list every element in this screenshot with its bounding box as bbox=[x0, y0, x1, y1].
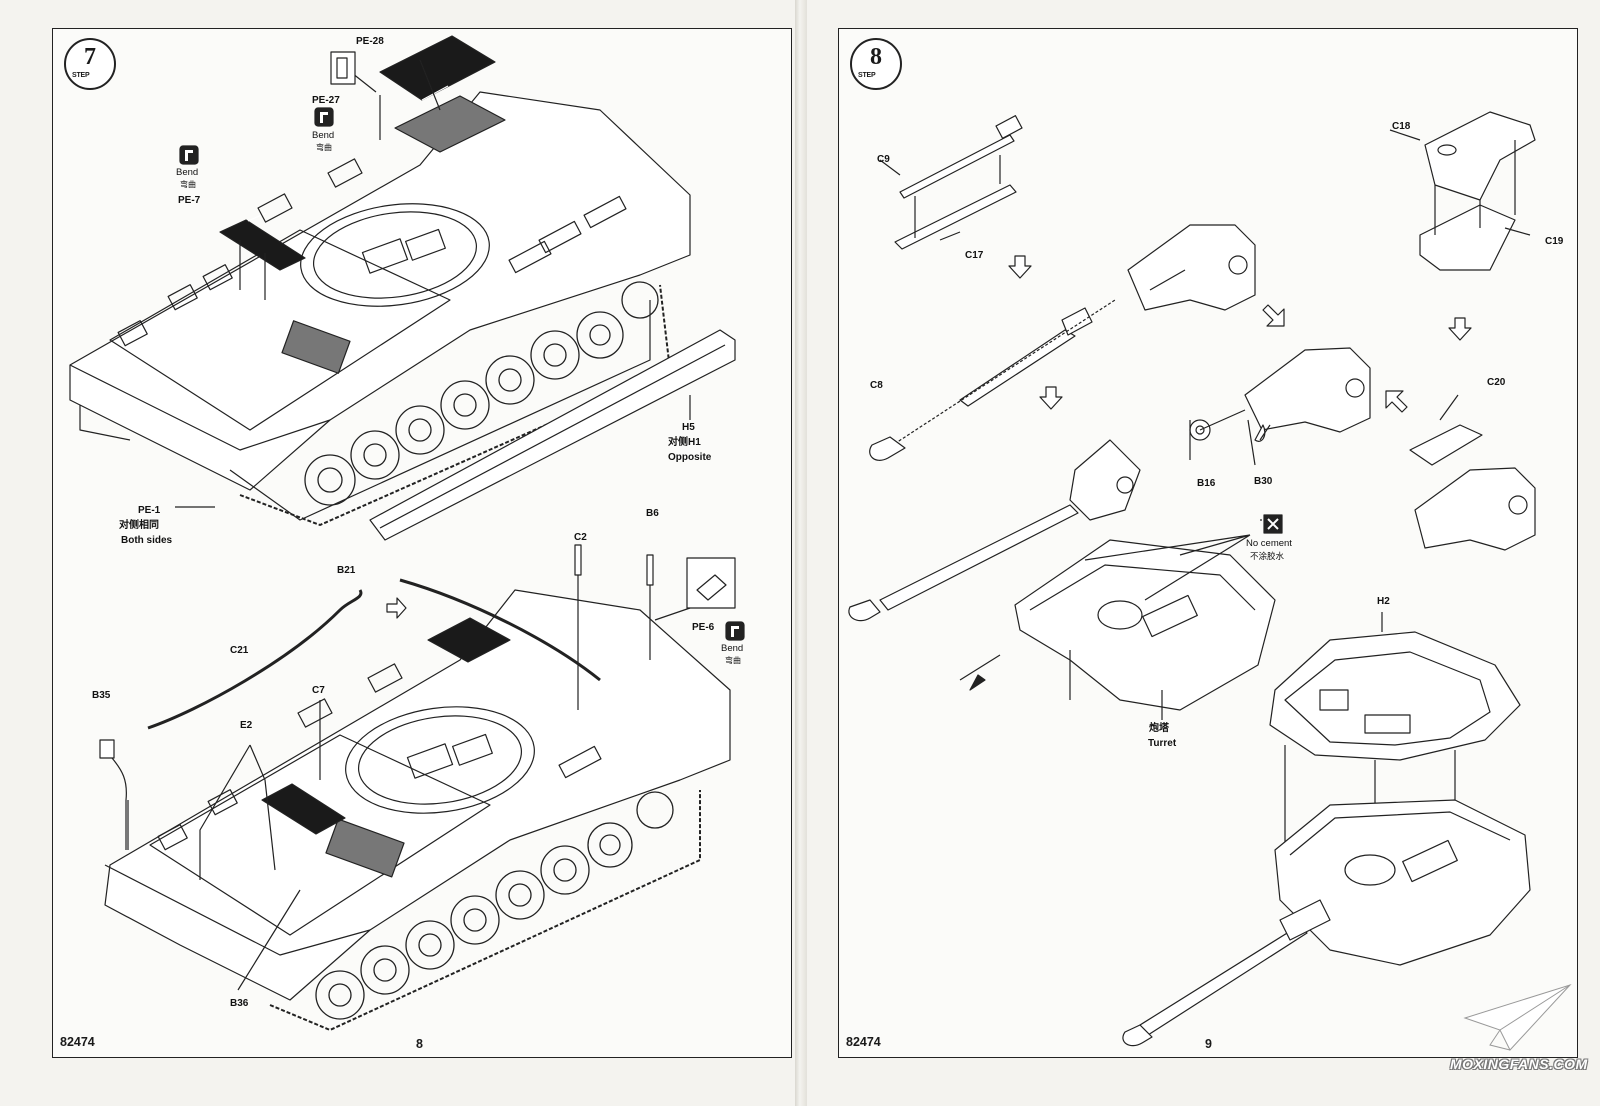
gun-breech-middle bbox=[1244, 347, 1371, 433]
lower-hull-drawing bbox=[104, 589, 731, 1031]
label-c7: C7 bbox=[312, 685, 325, 696]
step-number: 7 bbox=[84, 44, 96, 70]
step-word: STEP bbox=[72, 72, 90, 79]
label-c20: C20 bbox=[1487, 377, 1506, 388]
label-bend-cn-1: 弯曲 bbox=[316, 143, 332, 152]
step-word: STEP bbox=[858, 72, 876, 79]
label-bend-1: Bend bbox=[312, 130, 335, 141]
label-bend-2: Bend bbox=[176, 167, 199, 178]
step-number: 8 bbox=[870, 44, 882, 70]
label-e2: E2 bbox=[240, 720, 253, 731]
h2-turret-roof bbox=[1269, 631, 1521, 761]
catalog-number-right: 82474 bbox=[846, 1035, 881, 1049]
b35-part bbox=[99, 739, 115, 759]
h5-skirt bbox=[369, 329, 736, 541]
label-c8: C8 bbox=[870, 380, 883, 391]
c9-c17-parts bbox=[879, 115, 1023, 250]
step-7-badge: 7 STEP bbox=[64, 38, 116, 90]
label-b16: B16 bbox=[1197, 478, 1216, 489]
label-b36: B36 bbox=[230, 998, 249, 1009]
label-bend-cn-2: 弯曲 bbox=[180, 180, 196, 189]
label-pe27: PE-27 bbox=[312, 95, 340, 106]
label-b30: B30 bbox=[1254, 476, 1273, 487]
label-no-cement: No cement bbox=[1246, 538, 1292, 549]
b21-cable bbox=[399, 578, 601, 682]
label-pe28: PE-28 bbox=[356, 36, 384, 47]
label-pe1-cn: 对侧相同 bbox=[119, 520, 159, 531]
upper-hull-drawing bbox=[69, 35, 691, 526]
label-b21: B21 bbox=[337, 565, 356, 576]
label-b35: B35 bbox=[92, 690, 111, 701]
label-pe1: PE-1 bbox=[138, 505, 161, 516]
c18-c19-parts bbox=[1389, 111, 1536, 271]
label-h5-en: Opposite bbox=[668, 452, 712, 463]
label-b6: B6 bbox=[646, 508, 659, 519]
label-bend-cn-3: 弯曲 bbox=[725, 656, 741, 665]
gun-breech-right bbox=[1414, 467, 1536, 551]
page-gutter bbox=[795, 0, 807, 1106]
label-pe6: PE-6 bbox=[692, 622, 715, 633]
turret-lower-assembly bbox=[1122, 799, 1531, 1047]
step-8-badge: 8 STEP bbox=[850, 38, 902, 90]
page-number-right: 9 bbox=[1205, 1037, 1212, 1051]
label-c21: C21 bbox=[230, 645, 249, 656]
label-h2: H2 bbox=[1377, 596, 1390, 607]
label-no-cement-cn: 不涂胶水 bbox=[1250, 551, 1285, 561]
label-pe7: PE-7 bbox=[178, 195, 201, 206]
page-number-left: 8 bbox=[416, 1037, 423, 1051]
label-h5-cn: 对侧H1 bbox=[668, 437, 701, 448]
label-bend-3: Bend bbox=[721, 643, 744, 654]
watermark: MOXINGFANS.COM bbox=[1450, 1056, 1588, 1072]
catalog-number-left: 82474 bbox=[60, 1035, 95, 1049]
label-h5: H5 bbox=[682, 422, 695, 433]
label-pe1-en: Both sides bbox=[121, 535, 173, 546]
label-c19: C19 bbox=[1545, 236, 1564, 247]
label-c2: C2 bbox=[574, 532, 587, 543]
label-turret-en: Turret bbox=[1148, 738, 1177, 749]
label-c18: C18 bbox=[1392, 121, 1411, 132]
label-turret-cn: 炮塔 bbox=[1149, 723, 1169, 734]
label-c9: C9 bbox=[877, 154, 890, 165]
label-c17: C17 bbox=[965, 250, 984, 261]
turret-upper-assembly bbox=[848, 439, 1276, 711]
c21-cable bbox=[147, 589, 363, 730]
gun-breech-upper bbox=[1127, 224, 1256, 311]
